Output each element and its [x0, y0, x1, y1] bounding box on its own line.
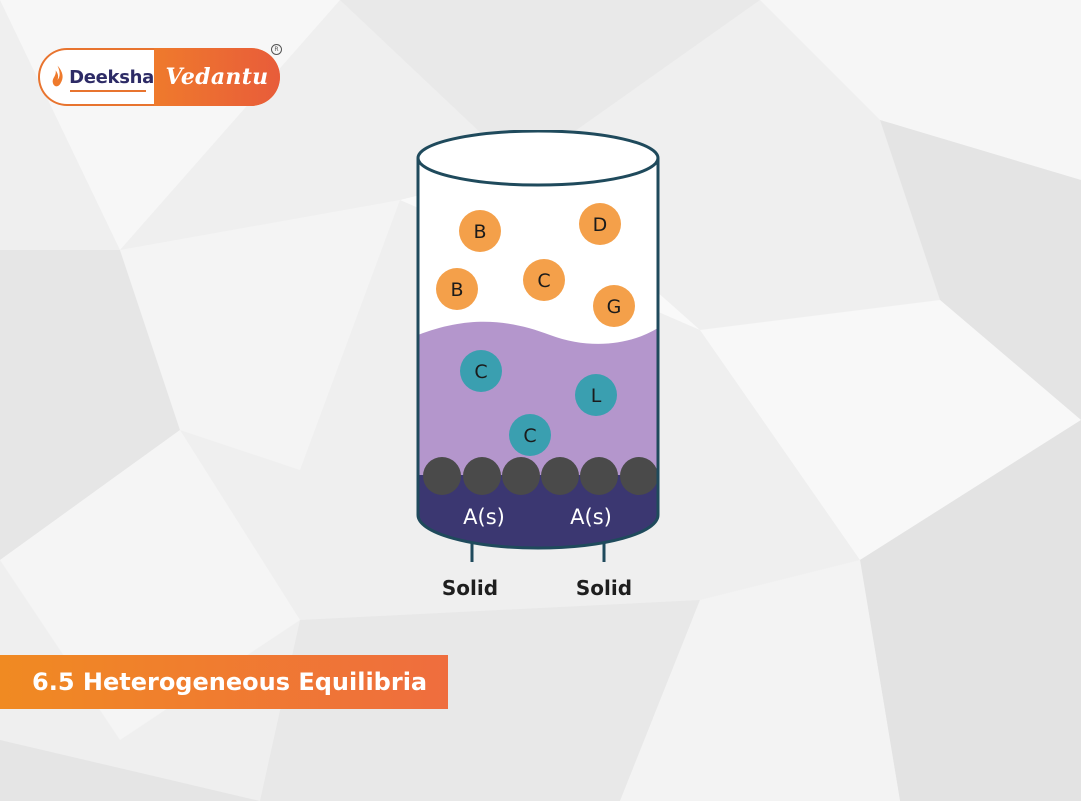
liquid-particle-label: C	[474, 361, 487, 383]
solid-ball	[580, 457, 618, 495]
solid-layer	[418, 475, 658, 548]
liquid-particle-c	[509, 414, 551, 456]
brand-logo: Deeksha Vedantu	[38, 48, 280, 106]
section-title: 6.5 Heterogeneous Equilibria	[32, 668, 428, 696]
container-outline	[416, 158, 660, 550]
callout-label-right: Solid	[576, 576, 632, 600]
gas-particle-label: B	[450, 279, 463, 301]
gas-particle-g	[593, 285, 635, 327]
registered-mark: R	[271, 44, 282, 55]
liquid-particles: C L C	[460, 350, 617, 456]
solid-label-left: A(s)	[463, 505, 505, 529]
liquid-particle-l	[575, 374, 617, 416]
gas-particle-b	[436, 268, 478, 310]
heterogeneous-equilibrium-diagram: B D B C G C L C A(s) A(s) Solid Solid	[416, 130, 660, 600]
solid-ball	[541, 457, 579, 495]
gas-particle-label: C	[537, 270, 550, 292]
solid-ball	[423, 457, 461, 495]
gas-particles: B D B C G	[436, 203, 635, 327]
logo-deeksha-text: Deeksha	[69, 66, 154, 88]
solid-ball	[502, 457, 540, 495]
gas-particle-label: G	[607, 296, 622, 318]
flame-icon	[52, 65, 63, 87]
liquid-particle-label: L	[591, 385, 602, 407]
solid-label-right: A(s)	[570, 505, 612, 529]
gas-particle-label: D	[593, 214, 608, 236]
callout-label-left: Solid	[442, 576, 498, 600]
gas-particle-d	[579, 203, 621, 245]
logo-vedantu-text: Vedantu	[165, 64, 269, 90]
solid-ball	[463, 457, 501, 495]
container-rim	[416, 130, 660, 187]
logo-vedantu-part: Vedantu	[154, 48, 280, 106]
gas-particle-label: B	[473, 221, 486, 243]
logo-deeksha-part: Deeksha	[38, 48, 154, 106]
liquid-particle-label: C	[523, 425, 536, 447]
solid-balls	[423, 457, 658, 495]
solid-ball	[620, 457, 658, 495]
gas-particle-b	[459, 210, 501, 252]
gas-particle-c	[523, 259, 565, 301]
logo-underline	[70, 90, 146, 92]
liquid-particle-c	[460, 350, 502, 392]
section-banner: 6.5 Heterogeneous Equilibria	[0, 655, 448, 709]
